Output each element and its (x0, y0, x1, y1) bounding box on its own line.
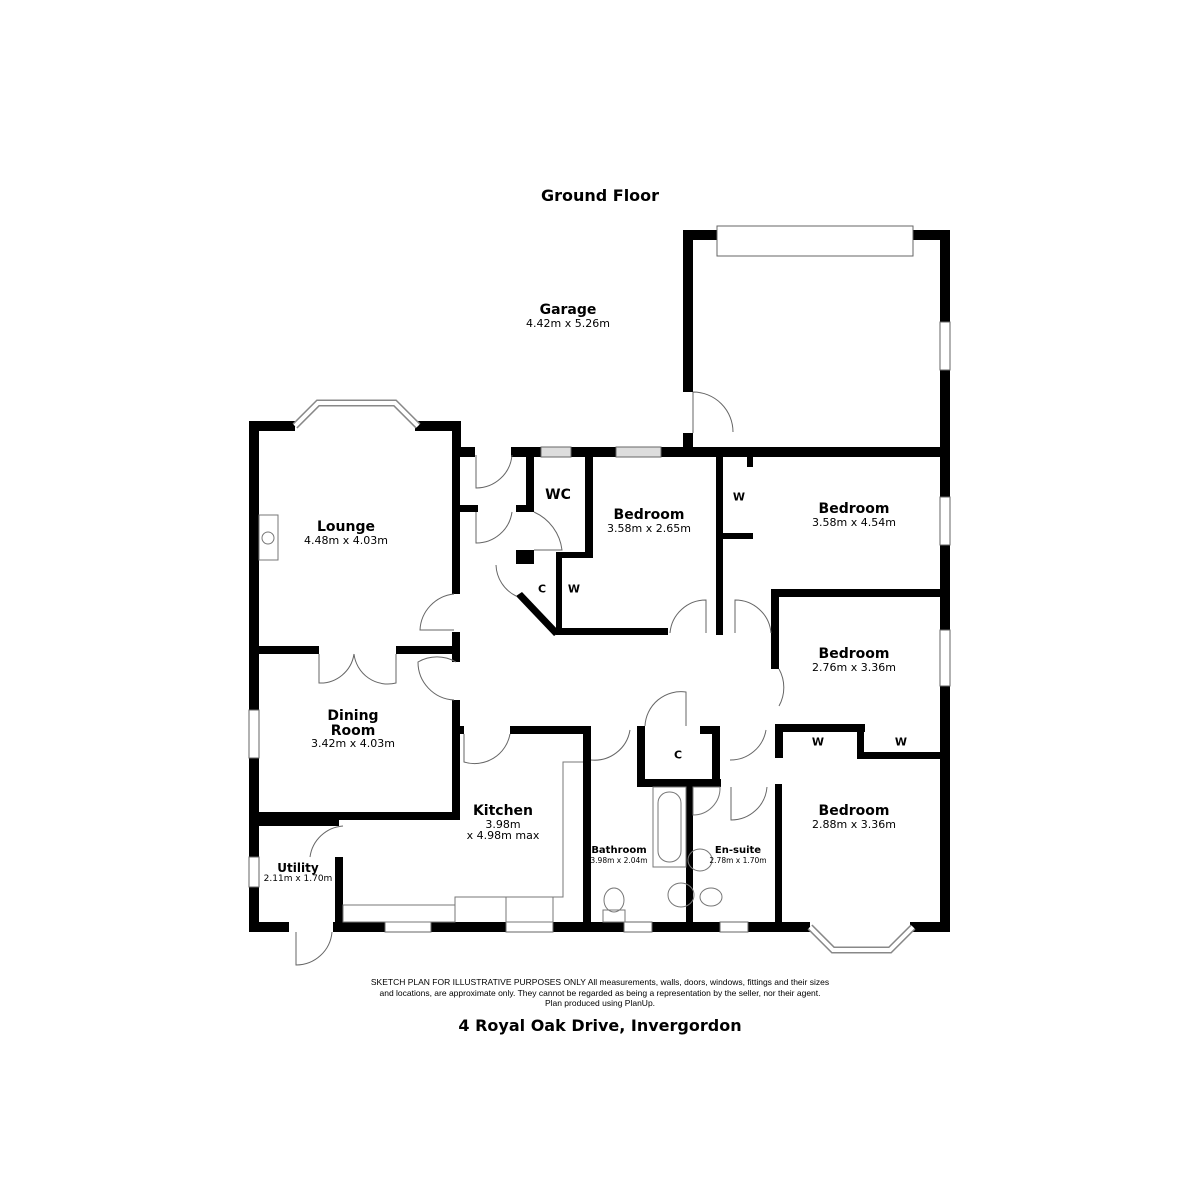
room-dims: 2.11m x 1.70m (263, 873, 333, 884)
room-kitchen: Kitchen 3.98m x 4.98m max (467, 804, 540, 842)
doors (295, 391, 785, 966)
disclaimer-line: and locations, are approximate only. The… (379, 987, 821, 998)
disclaimer: SKETCH PLAN FOR ILLUSTRATIVE PURPOSES ON… (300, 977, 900, 1009)
room-dims-line1: 3.98m (485, 817, 521, 831)
room-lounge: Lounge 4.48m x 4.03m (304, 520, 388, 546)
room-ensuite: En-suite 2.78m x 1.70m (709, 845, 767, 865)
disclaimer-line: SKETCH PLAN FOR ILLUSTRATIVE PURPOSES ON… (370, 977, 830, 987)
room-name: Garage (539, 302, 597, 318)
wardrobe-tag: W (732, 490, 746, 504)
property-address: 4 Royal Oak Drive, Invergordon (458, 1016, 742, 1035)
room-dining: Dining Room 3.42m x 4.03m (311, 709, 395, 750)
room-name: Utility (277, 861, 319, 875)
disclaimer-line: Plan produced using PlanUp. (544, 998, 656, 1009)
room-dims: 3.98m x 2.04m (590, 855, 648, 865)
floor-title: Ground Floor (540, 186, 660, 205)
room-name: En-suite (714, 845, 762, 856)
room-dims: 3.58m x 2.65m (607, 521, 691, 535)
room-name: Bedroom (818, 803, 890, 819)
room-bedroom-2: Bedroom 3.58m x 4.54m (812, 502, 896, 528)
room-bedroom-3: Bedroom 2.76m x 3.36m (812, 647, 896, 673)
wardrobe-tag: W (567, 582, 581, 596)
cupboard-tag: C (537, 582, 547, 596)
room-name: WC (545, 487, 571, 503)
fixtures (258, 514, 723, 923)
room-name: Bathroom (591, 845, 647, 856)
room-name: Lounge (316, 519, 375, 535)
room-name: Bedroom (613, 507, 685, 523)
room-bedroom-4: Bedroom 2.88m x 3.36m (812, 804, 896, 830)
windows (248, 225, 951, 954)
room-utility: Utility 2.11m x 1.70m (264, 862, 333, 884)
room-dims: 2.76m x 3.36m (812, 660, 896, 674)
room-dims: 3.58m x 4.54m (812, 515, 896, 529)
wardrobe-tag: W (894, 735, 908, 749)
room-name-line1: Dining (327, 708, 379, 724)
room-wc: WC (545, 488, 571, 503)
room-name: Bedroom (818, 646, 890, 662)
room-bathroom: Bathroom 3.98m x 2.04m (590, 845, 648, 865)
room-dims-line2: x 4.98m max (466, 829, 540, 843)
room-name: Bedroom (818, 501, 890, 517)
room-name: Kitchen (472, 803, 534, 819)
cupboard-tag: C (673, 748, 683, 762)
room-name-line2: Room (330, 722, 376, 739)
room-dims: 2.78m x 1.70m (709, 855, 767, 865)
room-dims: 2.88m x 3.36m (812, 817, 896, 831)
wardrobe-tag: W (811, 735, 825, 749)
room-dims: 4.42m x 5.26m (526, 316, 610, 330)
room-dims: 3.42m x 4.03m (311, 737, 395, 751)
room-bedroom-1: Bedroom 3.58m x 2.65m (607, 508, 691, 534)
room-garage: Garage 4.42m x 5.26m (526, 303, 610, 329)
room-dims: 4.48m x 4.03m (304, 533, 388, 547)
